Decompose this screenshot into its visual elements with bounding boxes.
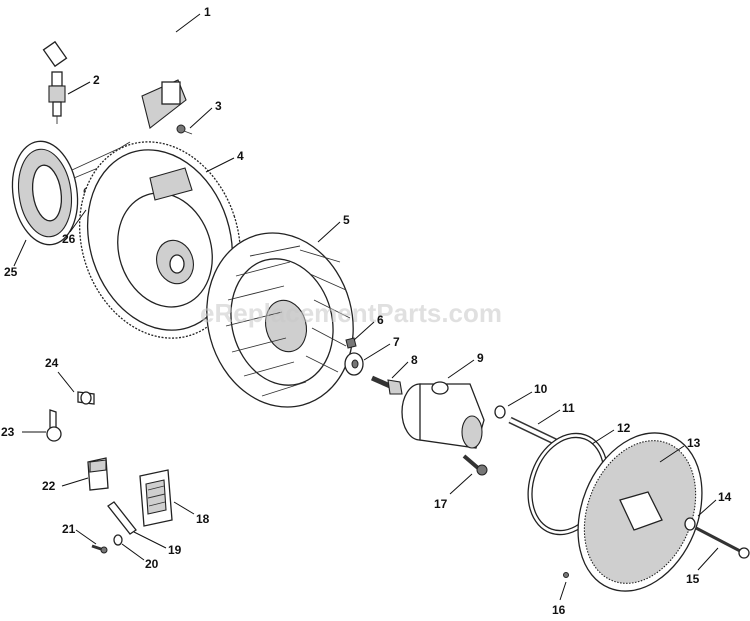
part-bolt-17[interactable] [462, 454, 488, 476]
part-washer-10[interactable] [494, 405, 506, 419]
callout-23: 23 [1, 425, 15, 439]
leader-14 [697, 499, 717, 517]
leader-16 [559, 581, 567, 601]
leader-24 [57, 371, 75, 393]
callout-14: 14 [718, 490, 732, 504]
part-washer[interactable] [344, 352, 364, 376]
callout-5: 5 [343, 213, 350, 227]
leader-26 [69, 209, 87, 233]
leader-18 [173, 501, 195, 515]
callout-26: 26 [62, 232, 76, 246]
leader-7 [363, 343, 391, 361]
part-spark-plug[interactable] [48, 71, 66, 124]
part-pto-adapter[interactable] [401, 381, 485, 449]
callout-19: 19 [168, 543, 182, 557]
callout-11: 11 [562, 401, 575, 415]
part-rectifier-regulator[interactable] [139, 469, 173, 527]
callout-18: 18 [196, 512, 210, 526]
part-ignition-module[interactable] [42, 8, 187, 129]
leader-10 [507, 391, 533, 407]
callout-10: 10 [534, 382, 548, 396]
callout-2: 2 [93, 73, 100, 87]
part-fan[interactable] [188, 216, 373, 423]
leader-5 [317, 221, 341, 243]
callout-4: 4 [237, 149, 244, 163]
leader-9 [447, 359, 475, 379]
callout-25: 25 [4, 265, 18, 279]
leader-22 [61, 477, 89, 487]
part-pin[interactable] [508, 416, 558, 446]
part-debris-screen[interactable] [556, 414, 725, 610]
leader-3 [189, 107, 213, 129]
callout-13: 13 [687, 436, 701, 450]
part-bracket-22[interactable] [87, 457, 109, 491]
part-stator[interactable] [6, 137, 131, 249]
part-ground-strap[interactable] [107, 501, 137, 535]
part-clamp-23[interactable] [46, 409, 62, 442]
leader-11 [537, 409, 561, 425]
callout-9: 9 [477, 351, 484, 365]
leader-20 [121, 543, 145, 561]
callout-8: 8 [411, 353, 418, 367]
callout-12: 12 [617, 421, 631, 435]
part-clamp-24[interactable] [77, 391, 95, 405]
callout-labels: 1 2 3 4 5 6 7 8 9 10 11 12 13 14 15 16 1… [1, 5, 732, 617]
callout-7: 7 [393, 335, 400, 349]
callout-3: 3 [215, 99, 222, 113]
callout-16: 16 [552, 603, 566, 617]
leader-25 [13, 239, 27, 267]
callout-20: 20 [145, 557, 159, 571]
leader-19 [133, 531, 167, 549]
leader-15 [697, 547, 719, 571]
leader-6 [353, 321, 375, 341]
part-flywheel[interactable] [55, 121, 265, 359]
leader-21 [75, 529, 97, 545]
leader-2 [67, 81, 91, 95]
leader-1 [175, 13, 201, 33]
callout-1: 1 [204, 5, 211, 19]
watermark: eReplacementParts.com [200, 298, 502, 328]
part-screw-21[interactable] [91, 544, 108, 554]
leader-12 [591, 429, 615, 445]
callout-22: 22 [42, 479, 56, 493]
leader-17 [449, 473, 473, 495]
callout-17: 17 [434, 497, 448, 511]
part-screen-bolt[interactable] [695, 526, 750, 559]
leader-4 [205, 157, 235, 173]
leader-13 [659, 445, 685, 463]
callout-21: 21 [62, 522, 76, 536]
part-plug-16[interactable] [563, 572, 569, 578]
callout-24: 24 [45, 356, 59, 370]
callout-15: 15 [686, 572, 700, 586]
part-washer-20[interactable] [113, 534, 123, 546]
part-flywheel-bolt[interactable] [370, 375, 403, 395]
part-key[interactable] [345, 337, 357, 349]
part-washer-14[interactable] [684, 517, 696, 531]
callout-6: 6 [377, 313, 384, 327]
part-screw-3[interactable] [176, 124, 193, 135]
leader-lines [13, 13, 719, 601]
leader-8 [391, 361, 409, 379]
